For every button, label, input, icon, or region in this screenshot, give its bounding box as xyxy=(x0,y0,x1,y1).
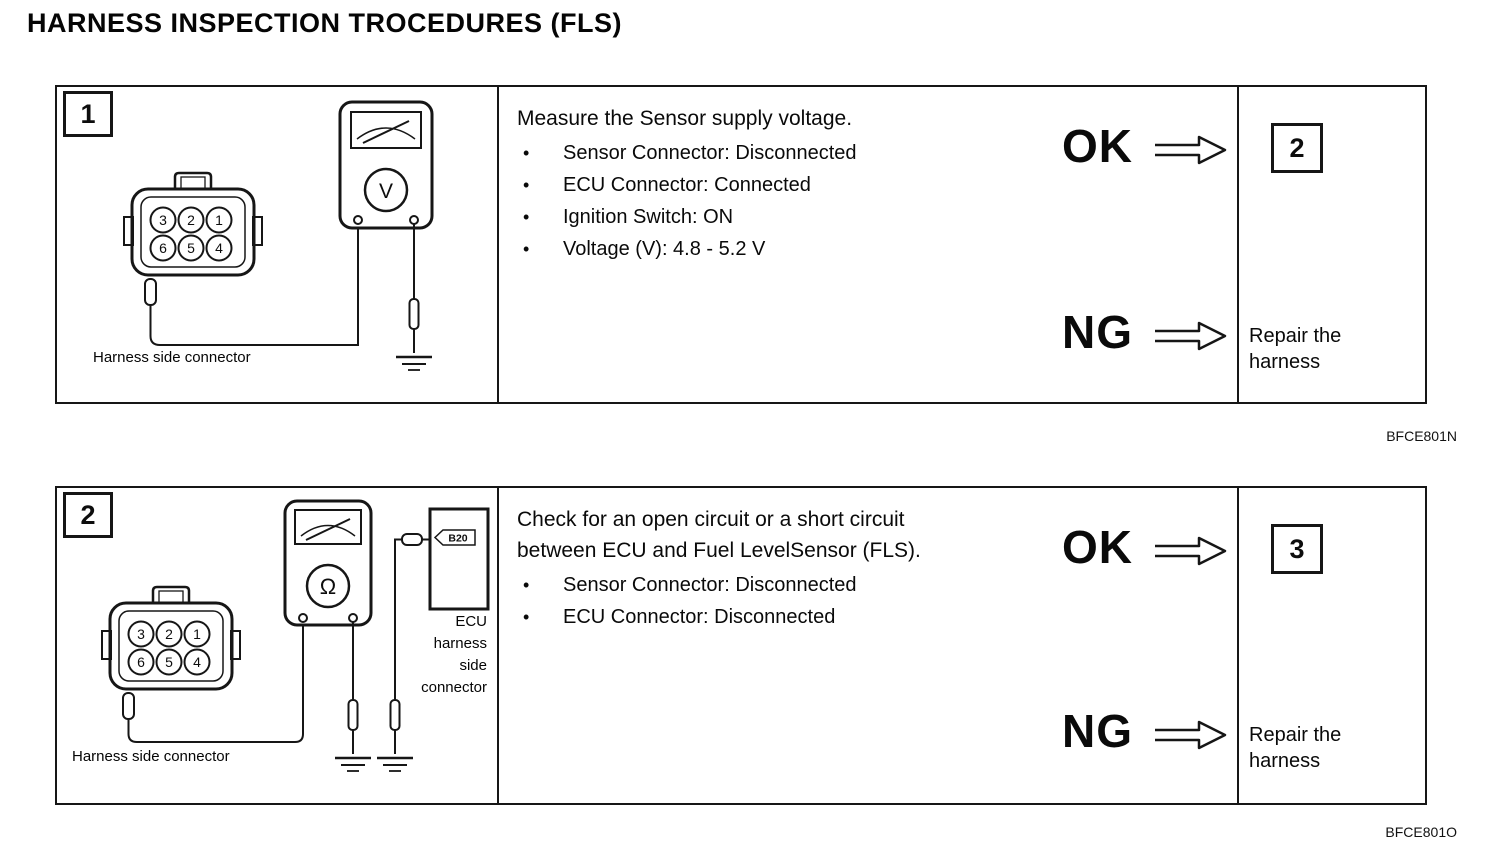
inspection-panel-1: 3 2 1 6 5 4 V xyxy=(55,85,1427,404)
ok-label: OK xyxy=(1062,120,1133,172)
ok-arrow-icon xyxy=(1155,536,1227,566)
pin-number: 1 xyxy=(193,626,201,642)
panel2-result-cell: 3 Repair the harness xyxy=(1237,488,1425,803)
ecu-caption-line: side xyxy=(459,657,487,674)
next-step-box: 2 xyxy=(1271,123,1323,173)
pin-number: 3 xyxy=(137,626,145,642)
bullet-icon: • xyxy=(523,175,530,195)
pin-number: 6 xyxy=(159,240,167,256)
ecu-caption-line: connector xyxy=(421,679,487,696)
pin-number: 2 xyxy=(187,212,195,228)
condition-text: Sensor Connector: Disconnected xyxy=(563,142,857,164)
pin-number: 5 xyxy=(187,240,195,256)
list-item: • Ignition Switch: ON xyxy=(517,201,1087,233)
panel1-diagram-cell: 3 2 1 6 5 4 V xyxy=(57,87,499,402)
bullet-icon: • xyxy=(523,607,530,627)
panel1-result-cell: 2 Repair the harness xyxy=(1237,87,1425,402)
list-item: • Voltage (V): 4.8 - 5.2 V xyxy=(517,233,1087,265)
ok-arrow-icon xyxy=(1155,135,1227,165)
instruction-line: Check for an open circuit or a short cir… xyxy=(517,508,905,531)
ohmmeter-connector-drawing: 3 2 1 6 5 4 Ω xyxy=(101,499,490,772)
pin-number: 4 xyxy=(215,240,223,256)
pin-number: 3 xyxy=(159,212,167,228)
figure-code: BFCE801O xyxy=(1385,824,1457,840)
instruction-line: between ECU and Fuel LevelSensor (FLS). xyxy=(517,539,921,562)
pin-number: 4 xyxy=(193,654,201,670)
ng-label: NG xyxy=(1062,705,1133,757)
condition-text: ECU Connector: Connected xyxy=(563,174,811,196)
bullet-icon: • xyxy=(523,575,530,595)
ng-action-text: Repair the harness xyxy=(1249,325,1342,373)
pin-number: 1 xyxy=(215,212,223,228)
panel2-instruction: Check for an open circuit or a short cir… xyxy=(517,504,1087,633)
list-item: • Sensor Connector: Disconnected xyxy=(517,569,1087,601)
pin-number: 6 xyxy=(137,654,145,670)
list-item: • ECU Connector: Disconnected xyxy=(517,601,1087,633)
pin-number: 5 xyxy=(165,654,173,670)
instruction-line: Measure the Sensor supply voltage. xyxy=(517,107,853,130)
bullet-icon: • xyxy=(523,143,530,163)
ecu-caption-line: ECU xyxy=(455,613,487,630)
list-item: • Sensor Connector: Disconnected xyxy=(517,137,1087,169)
condition-text: Ignition Switch: ON xyxy=(563,206,734,228)
voltmeter-connector-drawing: 3 2 1 6 5 4 V xyxy=(123,100,434,371)
harness-connector-caption: Harness side connector xyxy=(72,748,230,765)
condition-text: Sensor Connector: Disconnected xyxy=(563,574,857,596)
condition-list: • Sensor Connector: Disconnected • ECU C… xyxy=(517,569,1087,633)
panel2-diagram-cell: 3 2 1 6 5 4 Ω xyxy=(57,488,499,803)
bullet-icon: • xyxy=(523,239,530,259)
ng-label: NG xyxy=(1062,306,1133,358)
meter-symbol: V xyxy=(379,180,393,203)
harness-connector-caption: Harness side connector xyxy=(93,349,251,366)
ok-label: OK xyxy=(1062,521,1133,573)
condition-text: Voltage (V): 4.8 - 5.2 V xyxy=(563,238,766,260)
pin-number: 2 xyxy=(165,626,173,642)
page-title: HARNESS INSPECTION TROCEDURES (FLS) xyxy=(27,8,623,38)
meter-symbol: Ω xyxy=(320,574,336,599)
step-number-box: 2 xyxy=(63,492,113,538)
condition-list: • Sensor Connector: Disconnected • ECU C… xyxy=(517,137,1087,265)
ng-arrow-icon xyxy=(1155,720,1227,750)
next-step-box: 3 xyxy=(1271,524,1323,574)
inspection-panel-2: 3 2 1 6 5 4 Ω xyxy=(55,486,1427,805)
list-item: • ECU Connector: Connected xyxy=(517,169,1087,201)
figure-code: BFCE801N xyxy=(1386,428,1457,444)
condition-text: ECU Connector: Disconnected xyxy=(563,606,836,628)
ecu-connector-caption: ECU harness side connector xyxy=(382,611,487,699)
ecu-connector-tag: B20 xyxy=(448,533,467,545)
step-number-box: 1 xyxy=(63,91,113,137)
ecu-caption-line: harness xyxy=(433,635,487,652)
bullet-icon: • xyxy=(523,207,530,227)
ng-arrow-icon xyxy=(1155,321,1227,351)
ng-action-text: Repair the harness xyxy=(1249,724,1342,772)
panel1-instruction: Measure the Sensor supply voltage. • Sen… xyxy=(517,103,1087,265)
